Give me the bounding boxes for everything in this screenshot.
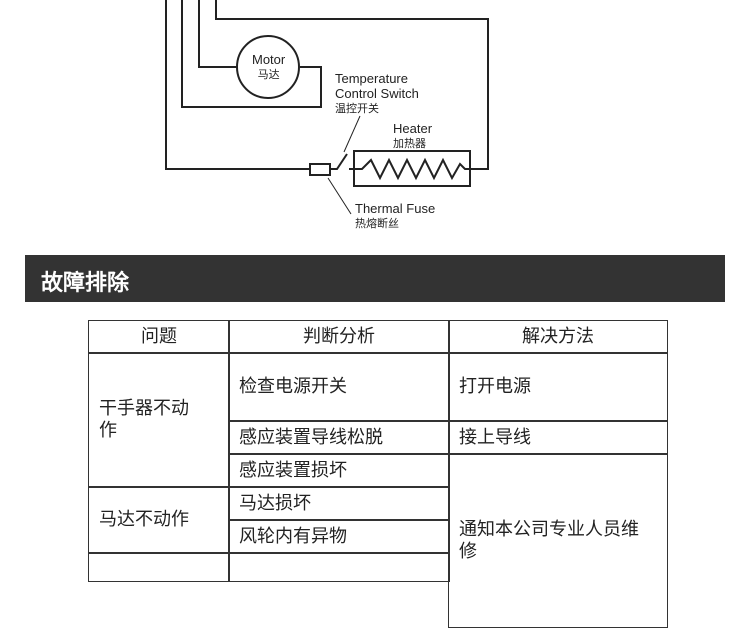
- analysis-cell: [228, 552, 450, 582]
- section-title: 故障排除: [41, 271, 130, 296]
- analysis-cell: 马达损坏: [228, 486, 450, 521]
- analysis-cell: 感应装置损坏: [228, 453, 450, 488]
- fuse-symbol: [309, 163, 331, 176]
- solution-cell: 通知本公司专业人员维修: [448, 453, 668, 628]
- header-cell: 判断分析: [228, 320, 450, 354]
- analysis-cell: 感应装置导线松脱: [228, 420, 450, 455]
- circuit-diagram: [165, 0, 489, 215]
- heater-box: [353, 150, 471, 187]
- heater-symbol: [349, 157, 470, 181]
- wire: [165, 0, 310, 170]
- wire: [198, 0, 237, 68]
- wire: [215, 0, 489, 170]
- wire: [181, 0, 322, 108]
- problem-cell: 干手器不动作: [88, 352, 230, 488]
- solution-cell: 接上导线: [448, 420, 668, 455]
- section-header: 故障排除: [25, 255, 725, 302]
- motor-symbol: [236, 35, 300, 99]
- problem-cell: 马达不动作: [88, 486, 230, 554]
- analysis-cell: 检查电源开关: [228, 352, 450, 422]
- analysis-cell: 风轮内有异物: [228, 519, 450, 554]
- switch-symbol: [330, 153, 348, 170]
- problem-cell: [88, 552, 230, 582]
- leader-line: [343, 115, 361, 153]
- solution-cell: 打开电源: [448, 352, 668, 422]
- leader-line: [327, 177, 352, 215]
- header-cell: 解决方法: [448, 320, 668, 354]
- header-cell: 问题: [88, 320, 230, 354]
